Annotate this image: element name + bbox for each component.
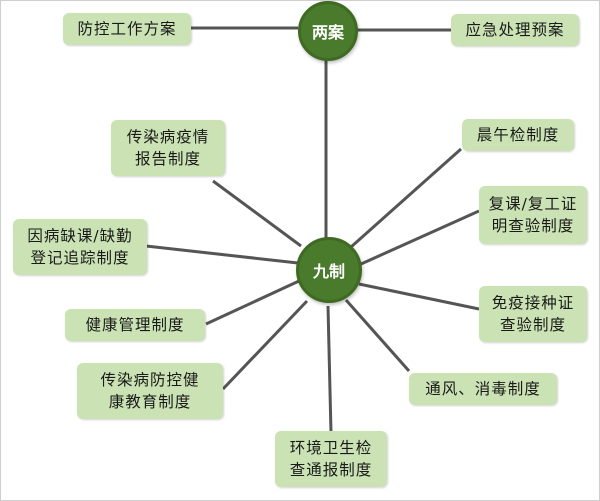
node-resume-check-label: 复课/复工证 明查验制度 [488,195,578,235]
node-health-mgmt-label: 健康管理制度 [85,316,185,334]
node-sanitation-label: 环境卫生检 查通报制度 [289,439,373,479]
node-absence-label: 因病缺课/缺勤 登记追踪制度 [27,227,133,267]
node-sanitation: 环境卫生检 查通报制度 [275,431,387,487]
node-ventilation: 通风、消毒制度 [409,373,557,405]
node-ventilation-label: 通风、消毒制度 [425,380,541,398]
spoke-sanitation [326,305,333,434]
node-report-label: 传染病疫情 报告制度 [126,128,210,168]
spoke-vaccine-check [358,282,480,311]
node-morning-check: 晨午检制度 [462,119,574,151]
node-prevention-plan: 防控工作方案 [63,13,191,45]
spoke-absence [145,244,299,265]
node-vaccine-check: 免疫接种证 查验制度 [479,286,587,342]
hub-two-plans-label: 两案 [311,23,344,42]
node-morning-check-label: 晨午检制度 [476,126,560,144]
node-absence: 因病缺课/缺勤 登记追踪制度 [13,219,147,275]
node-health-mgmt: 健康管理制度 [65,309,205,341]
spoke-education [221,299,309,391]
hub-two-plans: 两案 [298,1,358,61]
hub-nine-systems-label: 九制 [312,262,345,281]
node-prevention-plan-label: 防控工作方案 [77,20,177,38]
hub-nine-systems: 九制 [296,237,362,303]
node-resume-check: 复课/复工证 明查验制度 [479,186,587,244]
node-emergency-plan: 应急处理预案 [451,14,579,46]
spoke-health-mgmt [205,279,300,326]
node-education: 传染病防控健 康教育制度 [77,363,223,419]
node-vaccine-check-label: 免疫接种证 查验制度 [491,294,575,334]
node-emergency-plan-label: 应急处理预案 [465,21,565,39]
spoke-ventilation [344,299,411,372]
node-education-label: 传染病防控健 康教育制度 [100,371,200,411]
spoke-resume-check [360,209,480,266]
spoke-report [212,179,302,248]
node-report: 传染病疫情 报告制度 [111,120,225,176]
spoke-morning-check [350,147,462,249]
